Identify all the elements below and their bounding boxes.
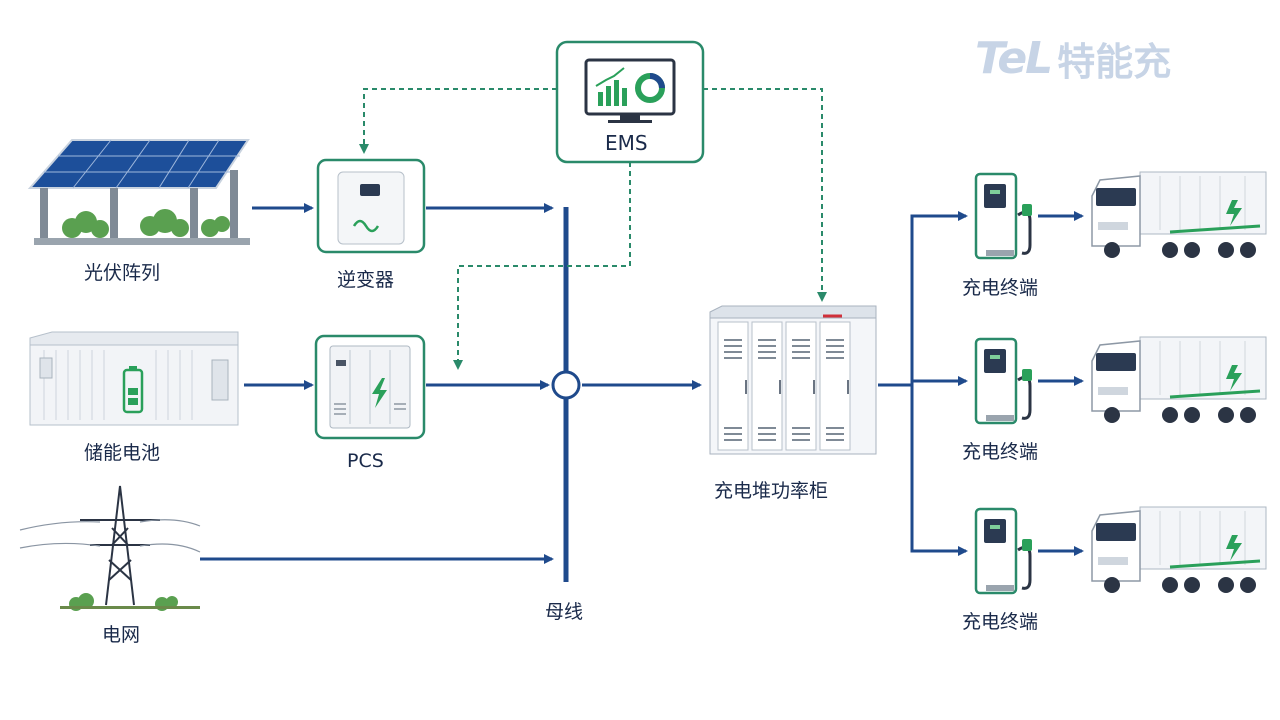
logo-mark: TeL	[975, 32, 1053, 84]
power-flow-lines	[200, 203, 1084, 564]
control-flow-lines	[359, 88, 827, 370]
charging-terminal-1	[974, 171, 1267, 260]
power-tower-icon	[19, 485, 201, 606]
charging-terminal-3	[974, 506, 1267, 595]
solar-panel-icon	[27, 139, 250, 245]
inverter-icon	[337, 171, 405, 245]
charger-icon	[974, 337, 1032, 425]
label-inverter: 逆变器	[337, 269, 395, 291]
label-pv: 光伏阵列	[84, 262, 161, 284]
arrow-cabinet-to-terminal-1	[878, 211, 968, 387]
label-grid: 电网	[102, 624, 141, 646]
charging-terminal-2	[974, 336, 1267, 425]
truck-icon	[1091, 336, 1267, 423]
battery-container-icon	[29, 331, 239, 426]
label-terminal-2: 充电终端	[962, 441, 1039, 463]
label-terminal-3: 充电终端	[962, 611, 1039, 633]
label-bus: 母线	[545, 601, 584, 623]
logo-text: 特能充	[1057, 39, 1172, 84]
inverter-node	[316, 158, 426, 254]
ems-to-cabinet	[703, 88, 827, 302]
truck-icon	[1091, 171, 1267, 258]
power-cabinet-icon	[709, 305, 877, 455]
label-ems: EMS	[605, 131, 648, 155]
truck-icon	[1091, 506, 1267, 593]
monitor-chart-icon	[584, 58, 676, 123]
ems-to-inverter	[359, 88, 557, 154]
ems-to-pcs	[453, 162, 631, 370]
pcs-node	[314, 334, 426, 440]
label-cabinet: 充电堆功率柜	[714, 480, 829, 502]
charger-icon	[974, 172, 1032, 260]
charger-icon	[974, 507, 1032, 595]
pcs-cabinet-icon	[329, 345, 411, 429]
bus-junction	[551, 370, 581, 400]
label-battery: 储能电池	[84, 442, 161, 464]
ems-node	[555, 40, 705, 164]
label-terminal-1: 充电终端	[962, 277, 1039, 299]
arrow-cabinet-to-terminal-3	[910, 385, 968, 556]
brand-logo: TeL 特能充	[975, 30, 1171, 86]
label-pcs: PCS	[347, 450, 384, 472]
